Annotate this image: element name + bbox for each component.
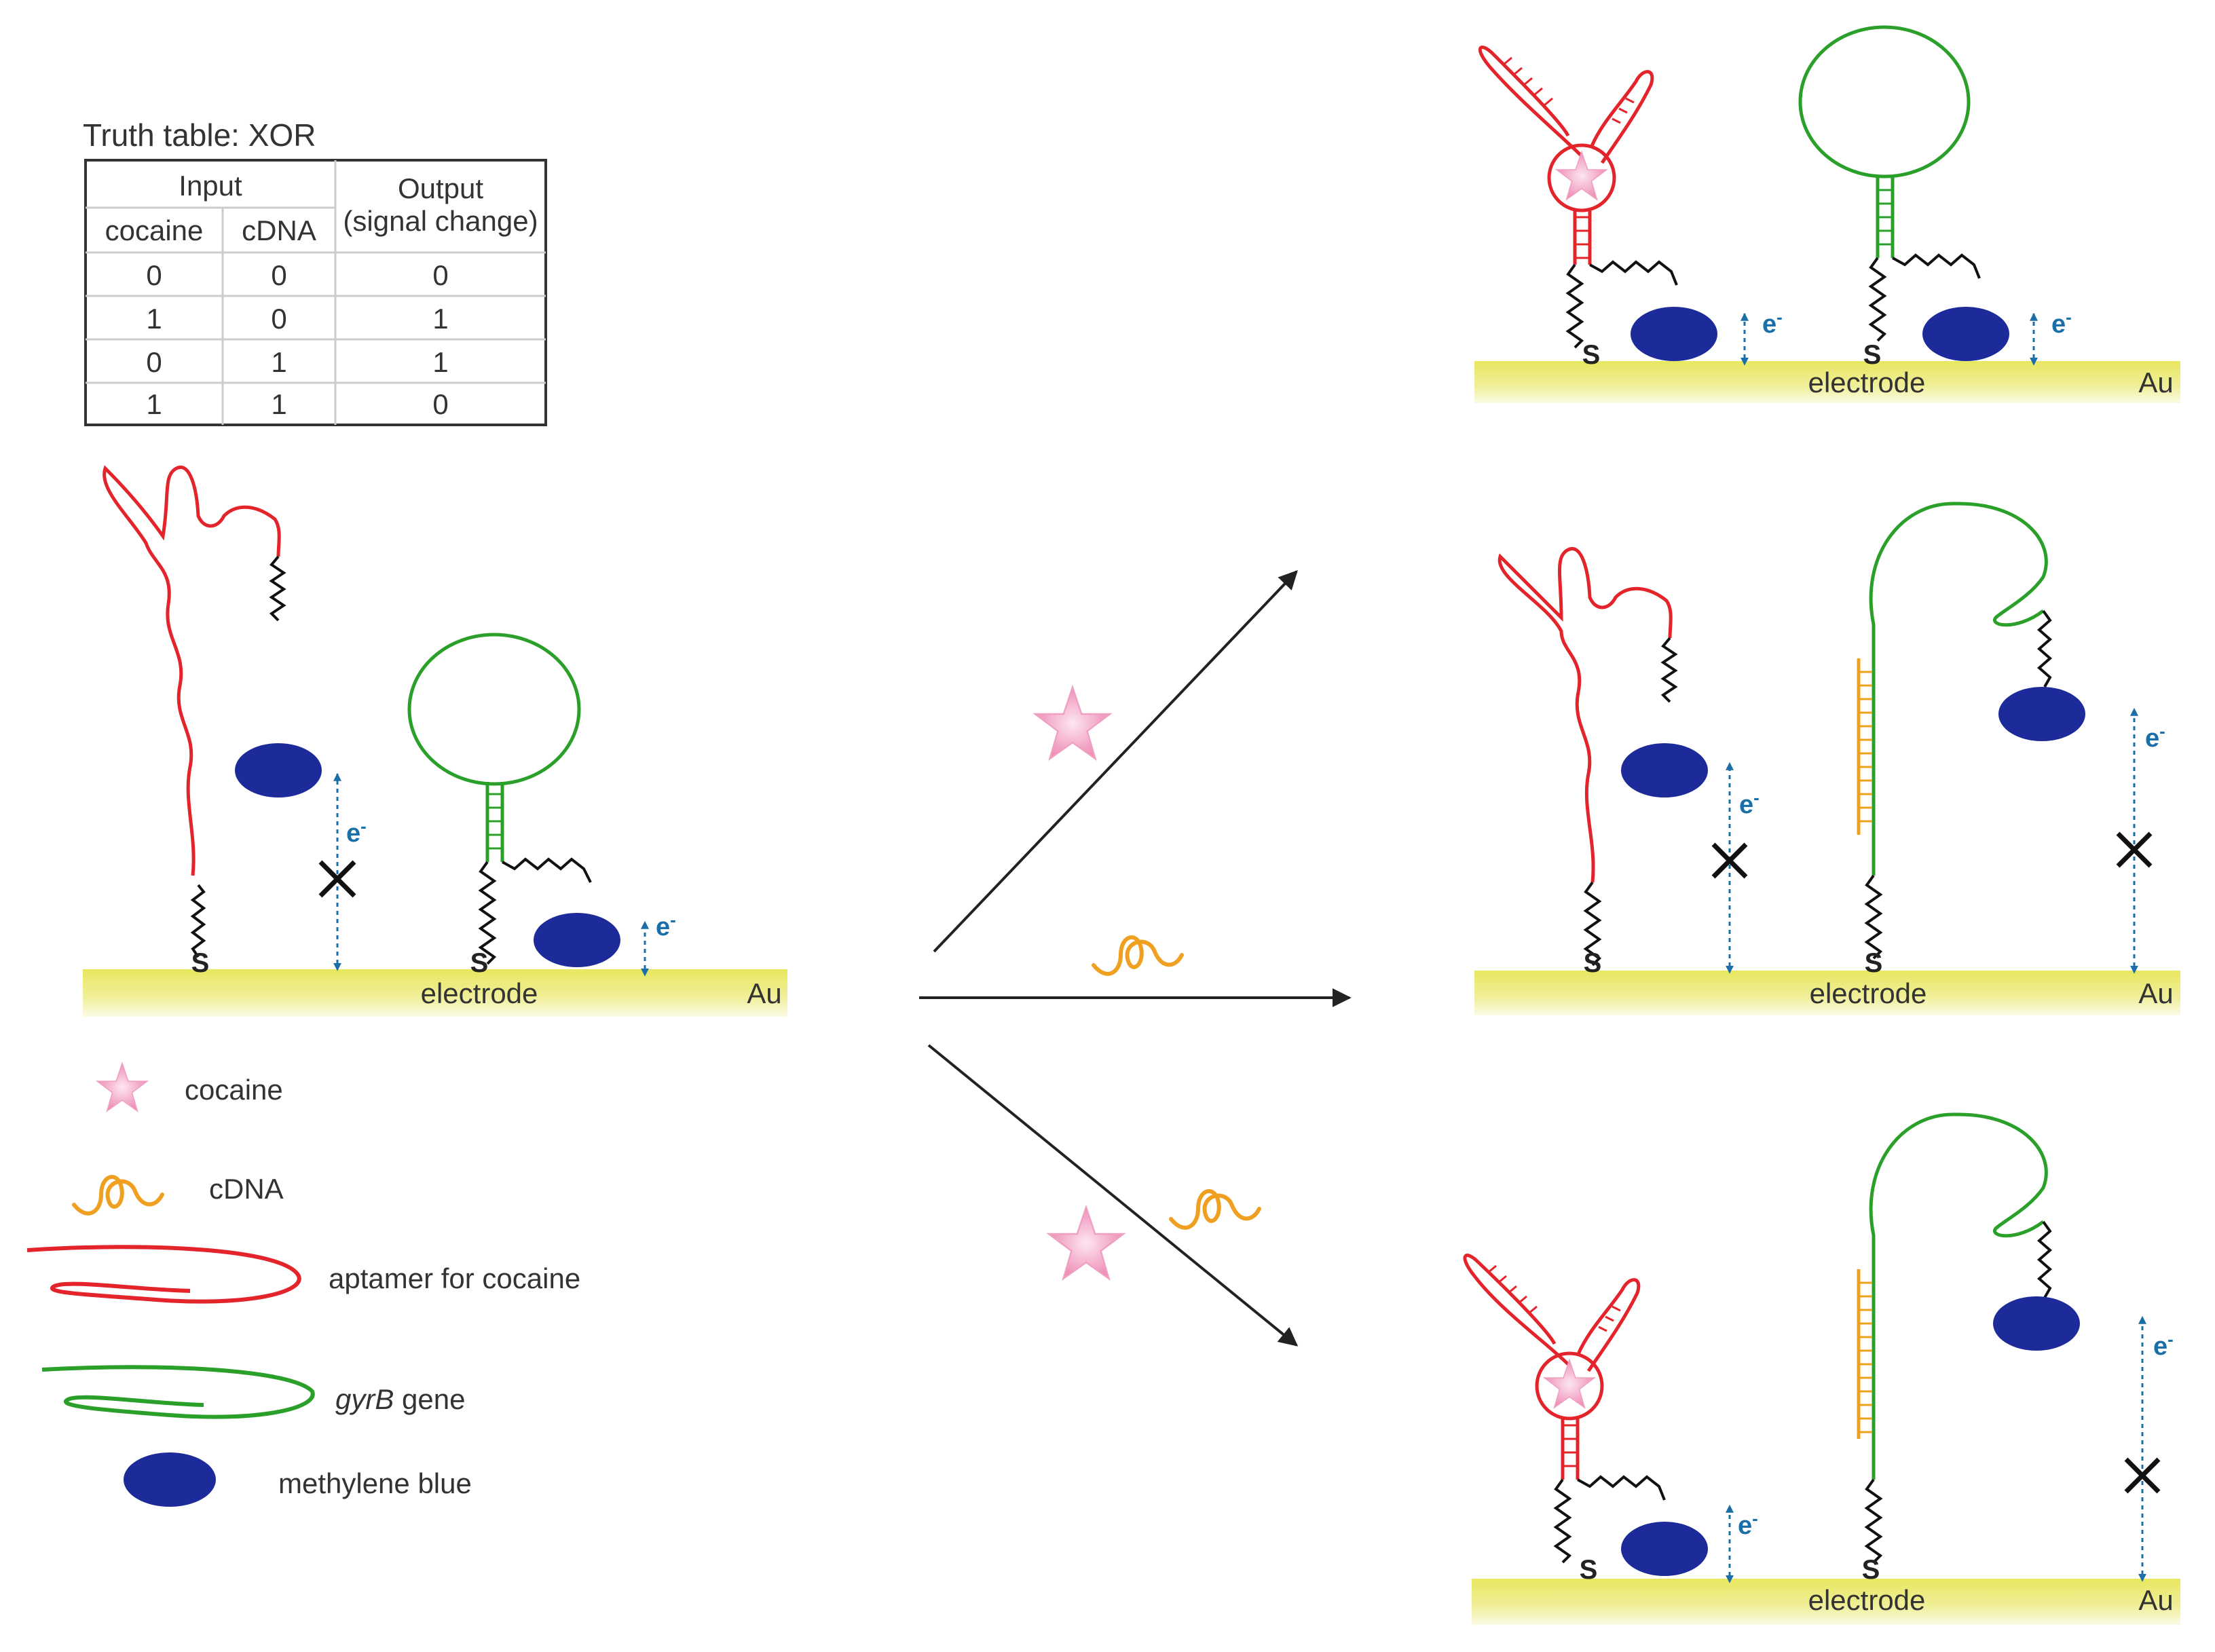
input-header: Input	[179, 170, 242, 202]
legend-gyrb: gyrB gene	[335, 1383, 465, 1415]
gold-electrode	[1472, 1579, 2180, 1625]
methylene-blue	[1621, 743, 1708, 797]
aptamer-folded-with-cocaine: S e-	[1463, 1254, 1758, 1585]
arrow-cocaine-and-cdna	[927, 1044, 1299, 1347]
table-cell: 0	[146, 346, 162, 378]
table-row: 0 0 0	[146, 259, 448, 291]
electron-label: e-	[2153, 1329, 2174, 1361]
methylene-blue	[1621, 1522, 1708, 1576]
table-row: 0 1 1	[146, 346, 448, 378]
methylene-blue	[1631, 307, 1717, 361]
cocaine-star-icon	[96, 1062, 148, 1112]
aptamer-folded-with-cocaine: S e-	[1478, 45, 1783, 370]
electrode-label: electrode	[1808, 1584, 1926, 1616]
gold-electrode	[83, 969, 787, 1017]
cdna-strand-icon	[1094, 937, 1182, 974]
methylene-blue	[1993, 1296, 2080, 1351]
thiol-label: S	[1865, 948, 1883, 978]
methylene-blue	[1998, 687, 2085, 741]
table-cell: 0	[432, 259, 448, 291]
methylene-blue-icon	[124, 1452, 216, 1507]
electrode-label: electrode	[1808, 367, 1926, 398]
truth-table-title: Truth table: XOR	[83, 117, 316, 153]
electron-label: e-	[1739, 787, 1760, 819]
gold-electrode	[1474, 971, 2180, 1015]
cdna-strand-icon	[74, 1177, 162, 1214]
arrow-cocaine-only	[933, 569, 1298, 953]
result-panel-cdna: electrode Au S e- S e-	[1474, 502, 2180, 1015]
gyrb-opened-with-cdna: S e-	[1857, 502, 2165, 978]
au-label: Au	[2138, 977, 2173, 1009]
initial-state-panel: electrode Au S e- S e-	[83, 465, 787, 1017]
au-label: Au	[747, 977, 781, 1009]
table-cell: 1	[271, 346, 286, 378]
gyrb-hairpin: S e-	[407, 633, 676, 978]
electron-label: e-	[2051, 307, 2072, 339]
result-panel-cocaine-and-cdna: electrode Au S e- S e-	[1463, 1112, 2180, 1625]
methylene-blue	[534, 913, 620, 967]
output-header-line1: Output	[398, 172, 483, 204]
methylene-blue	[235, 743, 322, 797]
gyrb-hairpin: S e-	[1798, 25, 2072, 370]
table-cell: 0	[271, 259, 286, 291]
legend-aptamer: aptamer for cocaine	[329, 1262, 580, 1294]
table-cell: 1	[271, 388, 286, 420]
column-cocaine: cocaine	[105, 214, 204, 246]
thiol-label: S	[191, 948, 210, 978]
methylene-blue	[1922, 307, 2009, 361]
cdna-strand-icon	[1171, 1191, 1259, 1228]
au-label: Au	[2138, 1584, 2173, 1616]
legend-methylene-blue: methylene blue	[278, 1467, 472, 1499]
thiol-label: S	[1580, 1555, 1598, 1585]
electron-label: e-	[1738, 1508, 1758, 1540]
thiol-label: S	[1863, 340, 1882, 370]
thiol-label: S	[470, 948, 489, 978]
table-cell: 1	[432, 303, 448, 335]
electrode-label: electrode	[1810, 977, 1927, 1009]
electron-label: e-	[346, 816, 367, 848]
aptamer-unfolded: S	[103, 465, 322, 978]
table-cell: 0	[146, 259, 162, 291]
gold-electrode	[1474, 361, 2180, 403]
gyrb-strand-icon	[41, 1365, 315, 1419]
aptamer-strand-icon	[26, 1245, 301, 1304]
thiol-label: S	[1862, 1555, 1880, 1585]
table-cell: 1	[146, 303, 162, 335]
au-label: Au	[2138, 367, 2173, 398]
thiol-label: S	[1582, 340, 1601, 370]
column-cdna: cDNA	[242, 214, 316, 246]
aptamer-unfolded: S e-	[1497, 547, 1760, 978]
thiol-label: S	[1584, 948, 1602, 978]
electron-label: e-	[2145, 721, 2165, 753]
table-cell: 0	[271, 303, 286, 335]
output-header-line2: (signal change)	[343, 205, 538, 237]
legend: cocaine cDNA aptamer for cocaine gyrB ge…	[26, 1062, 580, 1507]
reaction-arrows	[919, 569, 1352, 1347]
table-cell: 1	[432, 346, 448, 378]
electrode-label: electrode	[421, 977, 538, 1009]
truth-table: Truth table: XOR Input Output (signal ch…	[83, 117, 547, 426]
cocaine-star-icon	[1034, 686, 1111, 760]
gyrb-opened-with-cdna: S e-	[1857, 1112, 2174, 1585]
result-panel-cocaine: electrode Au S e- S e-	[1474, 25, 2180, 403]
electron-label: e-	[656, 909, 676, 941]
electron-label: e-	[1762, 307, 1783, 339]
table-row: 1 0 1	[146, 303, 448, 335]
table-cell: 0	[432, 388, 448, 420]
electron-transfer-blocked: e-	[318, 772, 367, 971]
table-row: 1 1 0	[146, 388, 448, 420]
legend-cocaine: cocaine	[185, 1074, 283, 1106]
legend-cdna: cDNA	[209, 1173, 284, 1205]
cocaine-star-icon	[1047, 1206, 1125, 1280]
table-cell: 1	[146, 388, 162, 420]
